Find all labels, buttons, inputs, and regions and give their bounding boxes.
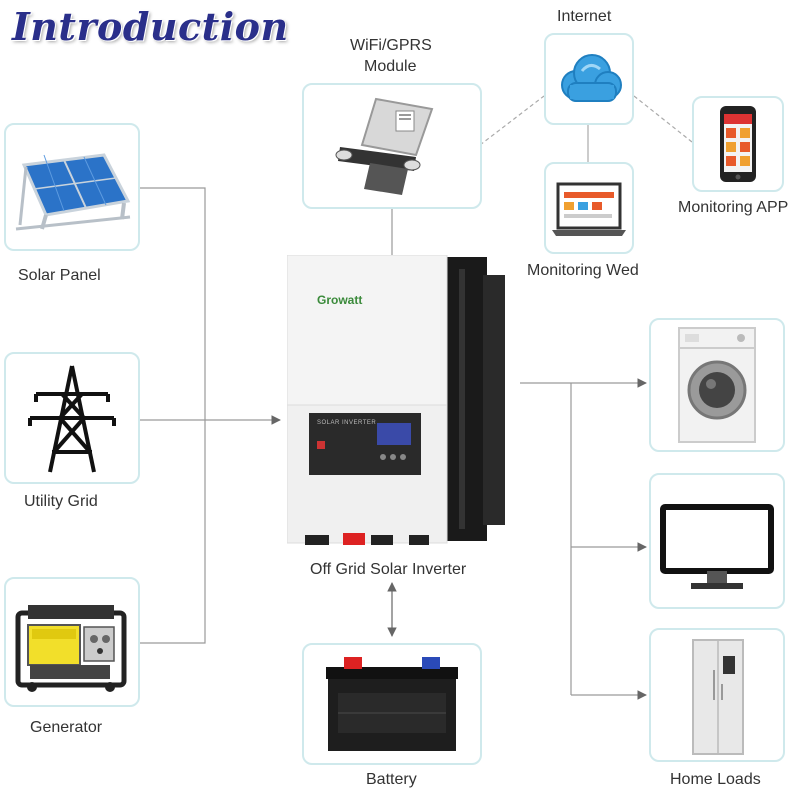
monitoring-web-label: Monitoring Wed bbox=[527, 262, 639, 279]
pylon-icon bbox=[28, 365, 116, 473]
monitoring-app-box bbox=[692, 96, 784, 192]
inverter-label: Off Grid Solar Inverter bbox=[310, 561, 467, 578]
refrigerator-box bbox=[649, 628, 785, 762]
inverter-panel-text: SOLAR INVERTER bbox=[317, 420, 377, 426]
inverter-brand: Growatt bbox=[317, 293, 363, 307]
monitoring-app-label: Monitoring APP bbox=[678, 199, 789, 216]
washing-machine-icon bbox=[678, 327, 756, 443]
wifi-module-label-line1: WiFi/GPRS bbox=[350, 37, 432, 54]
battery-icon bbox=[326, 657, 458, 751]
cloud-icon bbox=[561, 54, 622, 102]
inverter-unit: Growatt SOLAR INVERTER bbox=[286, 254, 523, 555]
monitor-icon bbox=[660, 504, 774, 589]
generator-label: Generator bbox=[30, 719, 103, 736]
internet-link-wifi bbox=[479, 95, 545, 146]
battery-label: Battery bbox=[366, 771, 417, 788]
generator-icon bbox=[15, 605, 127, 692]
internet-box bbox=[544, 33, 634, 125]
internet-label: Internet bbox=[557, 8, 612, 25]
refrigerator-icon bbox=[692, 639, 744, 755]
utility-grid-box bbox=[4, 352, 140, 484]
washing-machine-box bbox=[649, 318, 785, 452]
internet-link-app bbox=[633, 95, 693, 143]
wifi-module-icon bbox=[335, 97, 434, 195]
page-title: Introduction bbox=[12, 4, 289, 49]
solar-panel-box bbox=[4, 123, 140, 251]
inverter-icon bbox=[286, 254, 505, 545]
wifi-module-box bbox=[302, 83, 482, 209]
monitor-box bbox=[649, 473, 785, 609]
wifi-module-label-line2: Module bbox=[364, 58, 417, 75]
laptop-icon bbox=[552, 182, 626, 236]
solar-panel-label: Solar Panel bbox=[18, 267, 101, 284]
home-loads-label: Home Loads bbox=[670, 771, 761, 788]
solar-panel-icon bbox=[15, 153, 131, 231]
battery-box bbox=[302, 643, 482, 765]
monitoring-web-box bbox=[544, 162, 634, 254]
utility-grid-label: Utility Grid bbox=[24, 493, 98, 510]
phone-icon bbox=[720, 106, 756, 182]
solar-line bbox=[140, 187, 206, 644]
generator-box bbox=[4, 577, 140, 707]
